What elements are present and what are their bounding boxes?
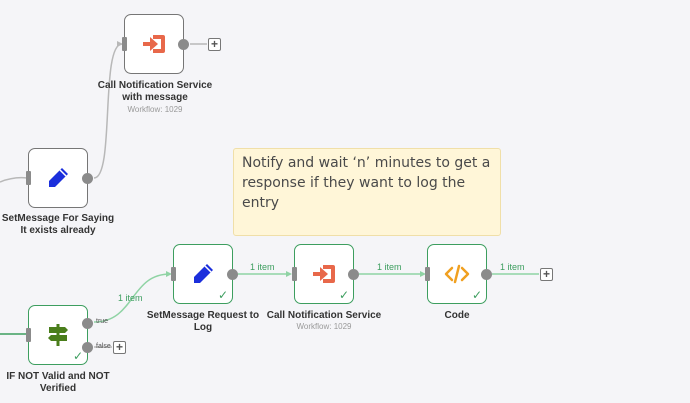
- node-label: SetMessage For Saying It exists already: [1, 213, 115, 236]
- input-handle[interactable]: [26, 328, 31, 342]
- output-handle-false[interactable]: [82, 342, 93, 353]
- edge-item-count: 1 item: [377, 262, 402, 272]
- input-handle[interactable]: [171, 267, 176, 281]
- input-handle[interactable]: [122, 37, 127, 51]
- connection-line: [93, 273, 171, 323]
- success-check-icon: ✓: [338, 288, 349, 302]
- node-subtitle: Workflow: 1029: [296, 322, 352, 331]
- pen-icon: [191, 262, 215, 286]
- success-check-icon: ✓: [217, 288, 228, 302]
- node-if-not-valid[interactable]: ✓: [26, 305, 93, 365]
- node-label: IF NOT Valid and NOT Verified: [6, 371, 110, 394]
- execute-workflow-icon: [141, 33, 167, 55]
- output-handle[interactable]: [348, 269, 359, 280]
- connection-line: [0, 176, 28, 183]
- node-subtitle: Workflow: 1029: [127, 105, 183, 114]
- add-node-button[interactable]: +: [208, 38, 221, 51]
- true-branch-label: true: [96, 318, 109, 325]
- input-handle[interactable]: [425, 267, 430, 281]
- pen-icon: [46, 166, 70, 190]
- add-node-button[interactable]: +: [540, 268, 553, 281]
- output-handle[interactable]: [227, 269, 238, 280]
- node-setmessage-request[interactable]: ✓: [171, 244, 238, 304]
- signpost-icon: [45, 322, 71, 348]
- edge-item-count: 1 item: [500, 262, 525, 272]
- sticky-note[interactable]: Notify and wait ‘n’ minutes to get a res…: [233, 148, 501, 236]
- arrow-head: [286, 271, 292, 277]
- output-handle[interactable]: [82, 173, 93, 184]
- false-branch-label: false: [96, 343, 111, 350]
- node-label: Code: [444, 310, 470, 321]
- node-label: Call Notification Service: [266, 310, 382, 321]
- success-check-icon: ✓: [72, 349, 83, 363]
- input-handle[interactable]: [26, 171, 31, 185]
- node-call-notification-with-message[interactable]: [122, 14, 189, 74]
- node-label: SetMessage Request to Log: [146, 310, 260, 333]
- node-label: Call Notification Service with message: [97, 80, 213, 103]
- node-code[interactable]: ✓: [425, 244, 492, 304]
- add-node-button[interactable]: +: [113, 341, 126, 354]
- arrow-head: [420, 271, 426, 277]
- input-handle[interactable]: [292, 267, 297, 281]
- node-setmessage-exists[interactable]: [26, 148, 93, 208]
- node-call-notification[interactable]: ✓: [292, 244, 359, 304]
- connection-line: [93, 43, 123, 179]
- arrow-head: [117, 41, 123, 47]
- output-handle[interactable]: [178, 39, 189, 50]
- edge-item-count: 1 item: [118, 293, 143, 303]
- execute-workflow-icon: [311, 263, 337, 285]
- arrow-head: [166, 271, 172, 277]
- output-handle[interactable]: [481, 269, 492, 280]
- output-handle-true[interactable]: [82, 318, 93, 329]
- code-icon: [444, 264, 470, 284]
- edge-item-count: 1 item: [250, 262, 275, 272]
- success-check-icon: ✓: [471, 288, 482, 302]
